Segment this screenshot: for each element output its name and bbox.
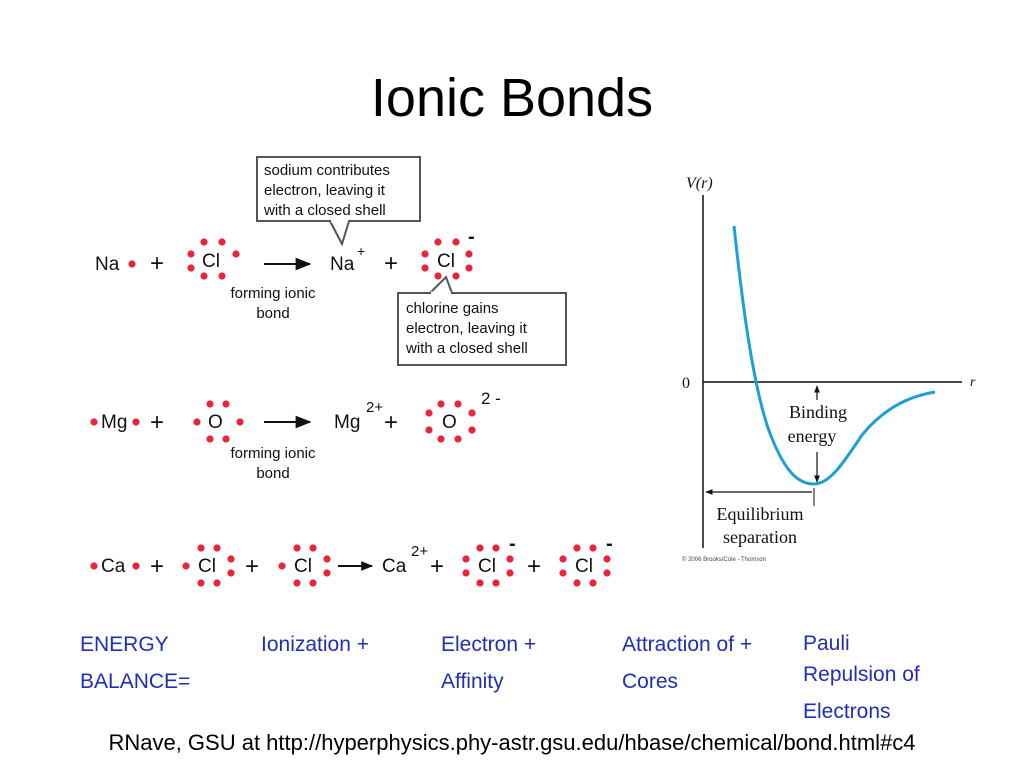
plus-sign: + — [245, 553, 259, 580]
atom-cl-reactant: Cl — [187, 238, 240, 280]
note-forming-bond-line1: forming ionic — [230, 285, 316, 302]
pauli-line2: Repulsion of — [803, 663, 920, 686]
copyright-label: © 2006 Brooks/Cole - Thomson — [682, 556, 766, 563]
binding-label-line2: energy — [788, 426, 837, 446]
charge-o: 2 - — [481, 389, 501, 408]
atom-na: Na — [95, 254, 120, 275]
zero-label: 0 — [682, 375, 690, 392]
callout-sodium-line1: sodium contributes — [264, 162, 390, 179]
plus-sign: + — [430, 553, 444, 580]
electron-dot — [128, 260, 136, 268]
note-forming-bond-line2: bond — [256, 305, 289, 322]
slide-title: Ionic Bonds — [370, 68, 654, 128]
plus-sign: + — [527, 553, 541, 580]
attraction-line2: Cores — [622, 670, 679, 693]
plus-sign: + — [384, 409, 398, 436]
ion-ca: Ca — [382, 556, 407, 577]
electron-affinity-line2: Affinity — [441, 670, 504, 693]
ion-cl: Cl — [575, 556, 593, 577]
source-credit: RNave, GSU at http://hyperphysics.phy-as… — [108, 730, 916, 755]
charge-cl: - — [468, 226, 475, 248]
ion-o: O — [442, 412, 457, 433]
charge-mg: 2+ — [366, 399, 383, 416]
note-forming-bond-line2: bond — [256, 465, 289, 482]
charge-na: + — [357, 243, 365, 259]
reaction-ca-cl: Ca + Cl + Cl Ca 2+ + Cl - + — [90, 533, 613, 587]
x-axis-label: r — [970, 375, 976, 390]
atom-cl: Cl — [202, 251, 220, 272]
callout-sodium-line2: electron, leaving it — [264, 182, 386, 199]
atom-cl: Cl — [294, 556, 312, 577]
plus-sign: + — [150, 250, 164, 277]
ionization-label: Ionization + — [261, 633, 369, 656]
energy-balance-col5: Pauli Repulsion of Electrons — [803, 628, 920, 727]
charge-cl: - — [509, 533, 516, 555]
ion-cl-product-2: Cl — [559, 544, 611, 587]
pauli-line1: Pauli — [803, 632, 850, 655]
atom-o-reactant: O — [193, 400, 244, 443]
pauli-line3: Electrons — [803, 700, 891, 723]
equilibrium-label-line1: Equilibrium — [717, 504, 804, 524]
y-axis-label: V(r) — [686, 175, 713, 192]
energy-balance-col3: Electron + Affinity — [441, 626, 536, 700]
ion-o-product: O — [425, 400, 476, 443]
atom-mg: Mg — [101, 412, 127, 433]
ion-cl-product: Cl — [421, 238, 473, 280]
atom-ca: Ca — [101, 556, 126, 577]
ion-cl: Cl — [437, 251, 455, 272]
electron-affinity-line1: Electron + — [441, 633, 537, 656]
ion-cl: Cl — [478, 556, 496, 577]
energy-balance-col2: Ionization + — [261, 626, 369, 663]
atom-cl-reactant-2: Cl — [278, 544, 331, 587]
charge-cl: - — [606, 533, 613, 555]
callout-chlorine: chlorine gains electron, leaving it with… — [397, 275, 567, 366]
energy-balance-col4: Attraction of + Cores — [622, 626, 752, 700]
ion-mg: Mg — [334, 412, 360, 433]
charge-ca: 2+ — [411, 543, 428, 560]
callout-chlorine-line1: chlorine gains — [406, 300, 499, 317]
atom-o: O — [208, 412, 223, 433]
ion-na: Na — [330, 254, 355, 275]
potential-energy-graph: V(r) 0 r Binding energy Equilibrium sepa… — [682, 175, 976, 563]
callout-sodium-line3: with a closed shell — [263, 202, 386, 219]
energy-balance-col1: ENERGY BALANCE= — [80, 626, 190, 700]
equilibrium-label-line2: separation — [723, 527, 797, 547]
callout-chlorine-line2: electron, leaving it — [406, 320, 528, 337]
atom-cl: Cl — [198, 556, 216, 577]
plus-sign: + — [150, 409, 164, 436]
binding-label-line1: Binding — [789, 402, 847, 422]
callout-chlorine-line3: with a closed shell — [405, 340, 528, 357]
ion-cl-product: Cl — [462, 544, 514, 587]
energy-label-line1: ENERGY — [80, 633, 169, 656]
plus-sign: + — [384, 250, 398, 277]
reaction-na-cl: Na + Cl Na + + Cl - forming ionic bond — [95, 226, 475, 322]
energy-label-line2: BALANCE= — [80, 670, 191, 693]
attraction-line1: Attraction of + — [622, 633, 753, 656]
atom-cl-reactant: Cl — [182, 544, 235, 587]
note-forming-bond-line1: forming ionic — [230, 445, 316, 462]
potential-curve — [732, 225, 936, 486]
callout-sodium: sodium contributes electron, leaving it … — [256, 156, 421, 247]
reaction-mg-o: Mg + O Mg 2+ + O 2 - forming ionic bond — [90, 389, 501, 482]
plus-sign: + — [150, 553, 164, 580]
